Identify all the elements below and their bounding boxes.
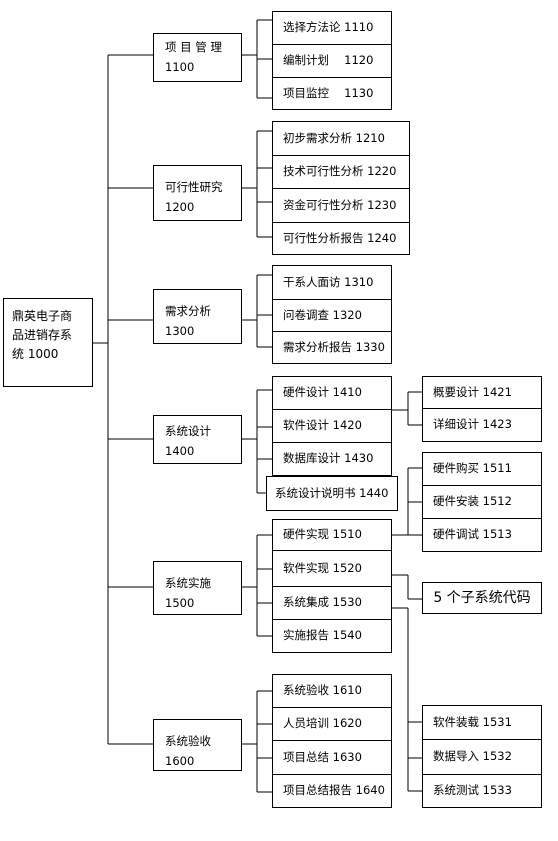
leaf-subsystem-code: 5 个子系统代码 (422, 582, 542, 614)
node-title: 系统设计 (165, 424, 211, 438)
node-system-acceptance: 系统验收 1600 (153, 719, 242, 771)
leaf-1630: 项目总结 1630 (272, 740, 392, 775)
node-code: 1400 (165, 443, 195, 458)
leaf-1220: 技术可行性分析 1220 (272, 155, 410, 189)
leaf-1440: 系统设计说明书 1440 (266, 476, 398, 511)
node-code: 1100 (165, 59, 195, 74)
node-code: 1600 (165, 753, 195, 768)
leaf-1410: 硬件设计 1410 (272, 376, 392, 410)
leaf-1520: 软件实现 1520 (272, 550, 392, 587)
leaf-1640: 项目总结报告 1640 (272, 774, 392, 808)
node-project-management: 项 目 管 理 1100 (153, 33, 242, 82)
node-title: 可行性研究 (165, 180, 223, 194)
node-system-implementation: 系统实施 1500 (153, 561, 242, 615)
node-code: 1200 (165, 199, 195, 214)
node-code: 1300 (165, 323, 195, 338)
leaf-1620: 人员培训 1620 (272, 707, 392, 741)
leaf-1230: 资金可行性分析 1230 (272, 188, 410, 223)
node-title: 系统实施 (165, 576, 211, 590)
leaf-1110: 选择方法论 1110 (272, 11, 392, 45)
node-title: 系统验收 (165, 734, 211, 748)
leaf-1120: 编制计划 1120 (272, 44, 392, 78)
root-line-1: 鼎英电子商 (12, 309, 73, 323)
root-node-system: 鼎英电子商 品进销存系 统 1000 (3, 298, 93, 387)
leaf-1510: 硬件实现 1510 (272, 519, 392, 551)
leaf-1532: 数据导入 1532 (422, 739, 542, 775)
leaf-1511: 硬件购买 1511 (422, 452, 542, 486)
leaf-1540: 实施报告 1540 (272, 619, 392, 653)
node-code: 1500 (165, 595, 195, 610)
root-line-2: 品进销存系 (12, 328, 73, 343)
node-requirements-analysis: 需求分析 1300 (153, 289, 242, 344)
leaf-1310: 干系人面访 1310 (272, 265, 392, 300)
leaf-1533: 系统测试 1533 (422, 774, 542, 808)
leaf-1531: 软件装载 1531 (422, 705, 542, 740)
node-system-design: 系统设计 1400 (153, 415, 242, 464)
leaf-1320: 问卷调查 1320 (272, 299, 392, 332)
leaf-1530: 系统集成 1530 (272, 586, 392, 620)
leaf-1130: 项目监控 1130 (272, 77, 392, 110)
node-feasibility-study: 可行性研究 1200 (153, 165, 242, 221)
leaf-1210: 初步需求分析 1210 (272, 121, 410, 156)
leaf-1330: 需求分析报告 1330 (272, 331, 392, 364)
root-line-3: 统 1000 (12, 347, 59, 362)
leaf-1512: 硬件安装 1512 (422, 485, 542, 519)
node-title: 项 目 管 理 (165, 40, 222, 54)
node-title: 需求分析 (165, 304, 211, 318)
leaf-1421: 概要设计 1421 (422, 376, 542, 409)
leaf-1513: 硬件调试 1513 (422, 518, 542, 552)
leaf-1420: 软件设计 1420 (272, 409, 392, 443)
leaf-1240: 可行性分析报告 1240 (272, 222, 410, 255)
leaf-1423: 详细设计 1423 (422, 408, 542, 442)
leaf-1610: 系统验收 1610 (272, 674, 392, 708)
leaf-1430: 数据库设计 1430 (272, 442, 392, 476)
